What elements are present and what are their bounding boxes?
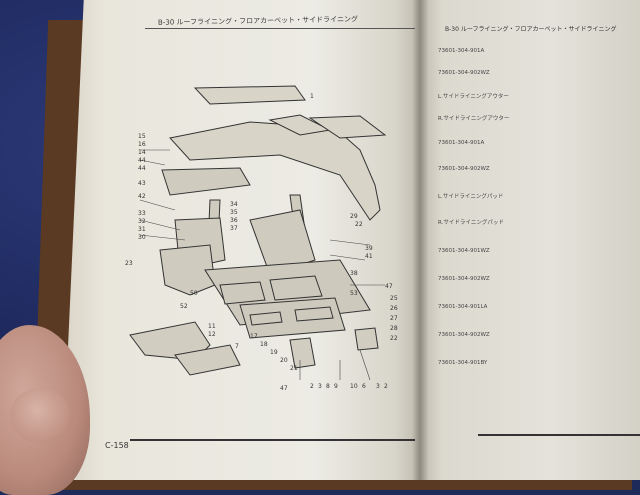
list-item: 73601-304-901A [438, 48, 485, 54]
list-item: 73601-304-901WZ [438, 248, 490, 254]
svg-text:42: 42 [138, 193, 146, 200]
book-gutter [412, 0, 428, 480]
svg-text:33: 33 [138, 210, 146, 217]
svg-text:25: 25 [390, 295, 398, 302]
list-item: L.サイドライニングパッド [438, 194, 504, 200]
svg-text:53: 53 [350, 290, 358, 297]
footer-rule [130, 439, 415, 441]
svg-text:18: 18 [260, 341, 268, 348]
svg-text:8: 8 [326, 383, 330, 390]
svg-text:17: 17 [250, 333, 258, 340]
svg-text:16: 16 [138, 141, 146, 148]
front-mats [129, 321, 379, 376]
svg-text:44: 44 [138, 165, 146, 172]
svg-text:39: 39 [365, 245, 373, 252]
leader-lines [139, 149, 385, 381]
list-item: 73601-304-902WZ [438, 70, 490, 76]
list-item: 73601-304-902WZ [438, 332, 490, 338]
list-item: 73601-304-902WZ [438, 276, 490, 282]
svg-text:12: 12 [208, 331, 216, 338]
roof-panel [169, 85, 387, 221]
svg-text:2: 2 [384, 383, 388, 390]
svg-text:36: 36 [230, 217, 238, 224]
parts-diagram: 1 15 16 14 44 44 43 42 33 32 31 30 23 34… [125, 85, 398, 392]
list-item: 73601-304-902WZ [438, 166, 490, 172]
callout-labels: 1 15 16 14 44 44 43 42 33 32 31 30 23 34… [125, 93, 398, 392]
svg-text:22: 22 [390, 335, 398, 342]
left-page [62, 0, 424, 480]
svg-text:41: 41 [365, 253, 373, 260]
svg-text:19: 19 [270, 349, 278, 356]
svg-text:47: 47 [385, 283, 393, 290]
svg-text:52: 52 [180, 303, 188, 310]
floor-carpet [204, 259, 371, 339]
right-page [420, 0, 640, 480]
svg-text:30: 30 [138, 234, 146, 241]
svg-text:32: 32 [138, 218, 146, 225]
right-footer-rule [478, 434, 640, 436]
svg-text:43: 43 [138, 180, 146, 187]
svg-text:3: 3 [376, 383, 380, 390]
svg-text:20: 20 [280, 357, 288, 364]
parts-list: 73601-304-901A 73601-304-902WZ L.サイドライニン… [438, 48, 638, 428]
svg-text:26: 26 [390, 305, 398, 312]
svg-text:27: 27 [390, 315, 398, 322]
list-item: 73601-304-901A [438, 140, 485, 146]
svg-text:23: 23 [125, 260, 133, 267]
list-item: 73601-304-901BY [438, 360, 488, 366]
svg-text:47: 47 [280, 385, 288, 392]
svg-text:2: 2 [310, 383, 314, 390]
svg-text:10: 10 [350, 383, 358, 390]
list-item: R.サイドライニングアウター [438, 116, 510, 122]
svg-text:31: 31 [138, 226, 146, 233]
svg-text:15: 15 [138, 133, 146, 140]
svg-text:44: 44 [138, 157, 146, 164]
svg-text:7: 7 [235, 343, 239, 350]
svg-text:28: 28 [390, 325, 398, 332]
svg-text:6: 6 [362, 383, 366, 390]
svg-text:50: 50 [190, 290, 198, 297]
svg-text:37: 37 [230, 225, 238, 232]
svg-text:38: 38 [350, 270, 358, 277]
list-item: R.サイドライニングパッド [438, 220, 504, 226]
svg-text:34: 34 [230, 201, 238, 208]
svg-text:3: 3 [318, 383, 322, 390]
list-item: 73601-304-901LA [438, 304, 488, 310]
header-rule [145, 28, 415, 29]
svg-text:1: 1 [310, 93, 314, 100]
svg-text:14: 14 [138, 149, 146, 156]
side-linings [159, 167, 316, 296]
page-number: C-158 [105, 441, 129, 450]
svg-text:21: 21 [290, 365, 298, 372]
svg-text:29: 29 [350, 213, 358, 220]
svg-text:35: 35 [230, 209, 238, 216]
right-page-header: B-30 ルーフライニング・フロアカーペット・サイドライニング [445, 26, 617, 33]
svg-text:11: 11 [208, 323, 216, 330]
svg-text:22: 22 [355, 221, 363, 228]
thumb [10, 388, 70, 443]
list-item: L.サイドライニングアウター [438, 94, 509, 100]
svg-text:9: 9 [334, 383, 338, 390]
